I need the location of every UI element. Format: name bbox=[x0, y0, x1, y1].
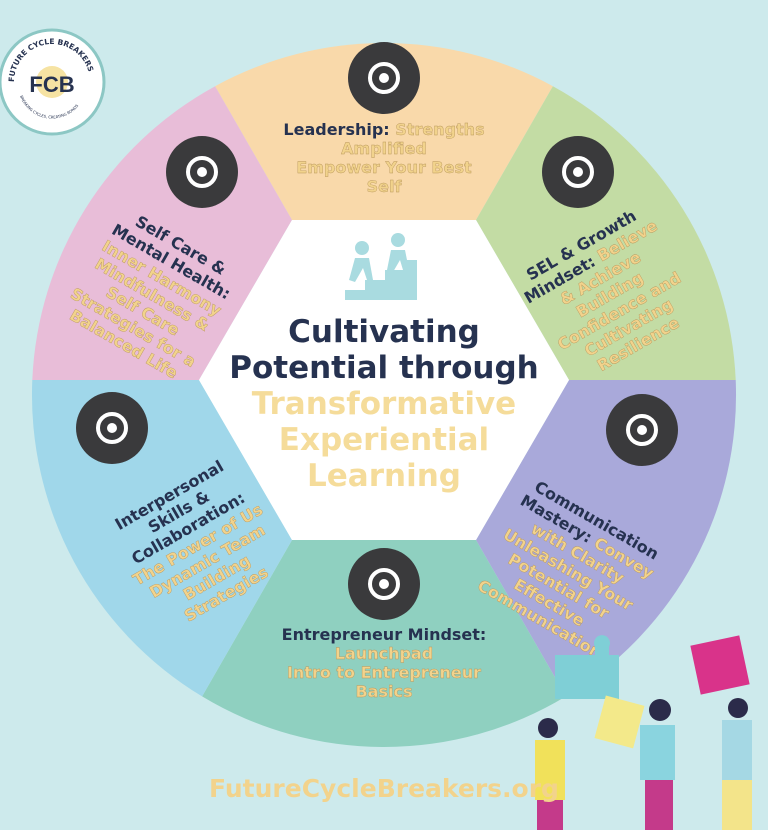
center-title-1: Cultivating bbox=[288, 314, 480, 350]
segment-title: Entrepreneur Mindset: bbox=[282, 625, 487, 644]
chat-bubble-icon bbox=[606, 394, 678, 466]
center-title-4: Experiential bbox=[279, 422, 489, 458]
heart-hands-icon bbox=[166, 136, 238, 208]
website-url[interactable]: FutureCycleBreakers.org bbox=[209, 774, 559, 803]
segment-subtitle: Basics bbox=[355, 682, 412, 701]
segment-communication bbox=[476, 380, 737, 697]
target-icon bbox=[348, 42, 420, 114]
segment-entrepreneur bbox=[202, 540, 566, 748]
segment-subtitle: Launchpad bbox=[335, 644, 433, 663]
segment-subtitle: Strengths bbox=[395, 120, 484, 139]
center-title-5: Learning bbox=[307, 458, 461, 494]
segment-title: Leadership: bbox=[283, 120, 395, 139]
segment-subtitle: Amplified bbox=[341, 139, 427, 158]
logo-initials: FCB bbox=[29, 72, 74, 97]
svg-text:Entrepreneur Mindset:: Entrepreneur Mindset: bbox=[282, 625, 487, 644]
sprout-icon bbox=[542, 136, 614, 208]
lightbulb-brain-icon bbox=[348, 548, 420, 620]
segment-sel bbox=[476, 86, 736, 380]
svg-text:Leadership: Strengths: Leadership: Strengths bbox=[283, 120, 484, 139]
climbing-stairs-icon bbox=[345, 233, 417, 300]
fcb-logo: FCB FUTURE CYCLE BREAKERS BREAKING CYCLE… bbox=[0, 28, 106, 136]
wheel bbox=[31, 43, 737, 748]
puzzle-people-illustration bbox=[535, 635, 752, 830]
segment-leadership bbox=[215, 43, 553, 220]
segment-subtitle: Empower Your Best bbox=[296, 158, 472, 177]
team-idea-icon bbox=[76, 392, 148, 464]
center-hexagon bbox=[199, 220, 569, 540]
segment-subtitle: Self bbox=[367, 177, 403, 196]
center-title-2: Potential through bbox=[229, 350, 539, 386]
segment-subtitle: Intro to Entrepreneur bbox=[287, 663, 481, 682]
center-title-3: Transformative bbox=[252, 386, 516, 422]
